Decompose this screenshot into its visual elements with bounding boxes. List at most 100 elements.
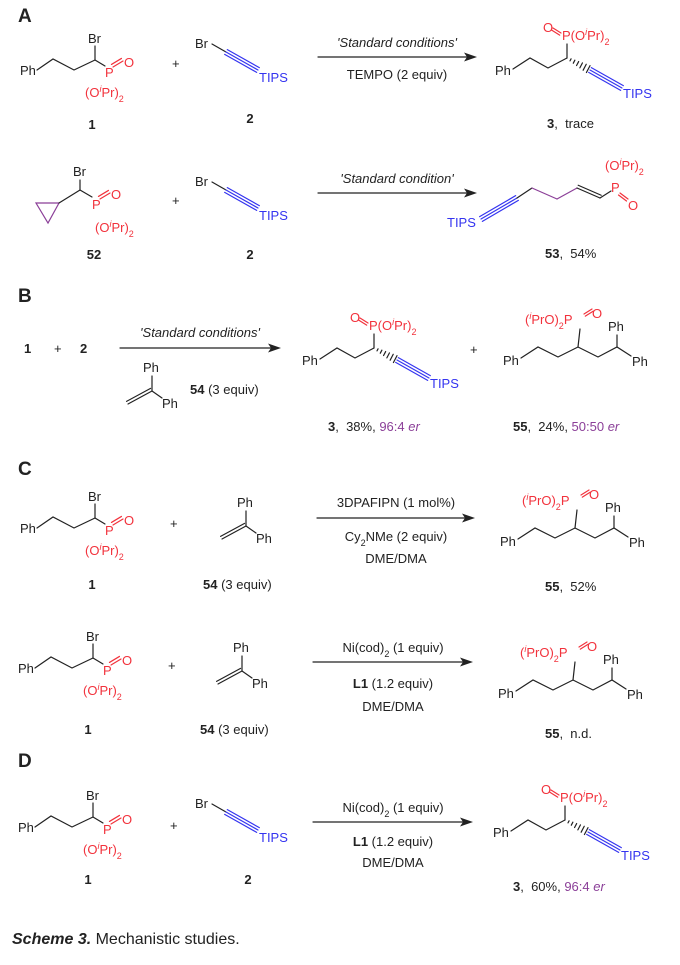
oipr-group-part: i [97, 841, 100, 851]
phenyl-label: Ph [493, 825, 509, 840]
bond [211, 43, 227, 53]
bond [79, 189, 93, 198]
bromine-label-part: Br [86, 629, 100, 644]
double-bond-line [108, 655, 121, 664]
product-result-part: 55 [513, 419, 527, 434]
double-bond [125, 387, 153, 405]
double-bond [578, 641, 589, 650]
phosphonate-label-part: i [583, 789, 586, 799]
oxygen-label: O [587, 639, 597, 654]
plus-sign: + [170, 818, 178, 833]
phosphonate-label-part: i [529, 311, 532, 321]
tips-label: TIPS [447, 215, 476, 230]
alkyl-chain [520, 346, 632, 359]
oxygen-label: O [124, 55, 134, 70]
condition-ligand-part: L1 [353, 834, 368, 849]
triple-bond-line [397, 357, 431, 377]
triple-bond-line [224, 191, 258, 211]
product-result-part: 3 [328, 419, 335, 434]
figure-caption: Scheme 3. Mechanistic studies. [12, 931, 240, 948]
double-bond-line [576, 187, 601, 199]
product-result: 3, 60%, 96:4 er [513, 879, 605, 894]
compound-number-part: 1 [84, 722, 91, 737]
product-result-part: 55 [545, 579, 559, 594]
triple-bond [224, 809, 260, 833]
bond [572, 661, 576, 681]
condition-ligand-part: L1 [353, 676, 368, 691]
compound-number-part: 1 [88, 117, 95, 132]
double-bond-line [110, 817, 122, 825]
phenyl-label-part: Ph [603, 652, 619, 667]
phosphorus-label-part: P [611, 180, 620, 195]
phosphonate-label-part: Pr) [587, 28, 604, 43]
condition-catalyst-part: 2 [384, 649, 389, 659]
oipr-group: (OiPr)2 [83, 682, 122, 702]
hashed-wedge-bond [567, 820, 589, 836]
compound-number-part: 2 [246, 247, 253, 262]
oipr-group-part: (O [85, 543, 99, 558]
product-result-part: 3 [513, 879, 520, 894]
phosphonate-label: (iPrO)2P [520, 644, 567, 664]
double-bond [580, 489, 591, 498]
plus-sign-part: + [170, 516, 178, 531]
product-result: 55, 24%, 50:50 er [513, 419, 620, 434]
hash [583, 827, 589, 836]
reaction-arrow [312, 657, 473, 667]
oipr-group-part: i [97, 682, 100, 692]
phosphorus-label-part: P [105, 523, 114, 538]
additive-label: 54 (3 equiv) [200, 722, 269, 737]
phosphorus-label: P [105, 65, 114, 80]
compound-number-part: 1 [84, 872, 91, 887]
bond [516, 187, 533, 199]
oxygen-label: O [122, 653, 132, 668]
bromine-label-part: Br [73, 164, 87, 179]
condition-solvent-part: DME/DMA [362, 855, 424, 870]
double-bond-line [359, 317, 369, 324]
condition-tempo-part: TEMPO (2 equiv) [347, 67, 447, 82]
bromine-label-part: Br [195, 174, 209, 189]
phosphorus-label: P [92, 197, 101, 212]
hash [392, 355, 398, 364]
phenyl-label: Ph [18, 820, 34, 835]
double-bond-line [108, 814, 121, 823]
double-bond-line [584, 310, 594, 317]
condition-tempo: TEMPO (2 equiv) [347, 67, 447, 82]
reaction-arrow [312, 817, 473, 827]
triple-bond-line [588, 829, 622, 849]
double-bond [551, 27, 562, 36]
plus-sign: + [168, 658, 176, 673]
plus-sign-part: + [172, 193, 180, 208]
bromine-label: Br [88, 31, 102, 46]
phenyl-label: Ph [233, 640, 249, 655]
product-result-part: , 60%, [520, 879, 564, 894]
compound-number: 1 [84, 872, 91, 887]
phenyl-label-part: Ph [233, 640, 249, 655]
phenyl-label: Ph [632, 354, 648, 369]
double-bond-line [617, 194, 628, 202]
double-bond [549, 789, 560, 798]
phenyl-label-part: Ph [608, 319, 624, 334]
phosphonate-label: P(OiPr)2 [369, 317, 416, 337]
phosphorus-label-part: P [105, 65, 114, 80]
phenyl-label: Ph [143, 360, 159, 375]
double-bond-line [221, 525, 247, 540]
condition-solvent: DME/DMA [362, 855, 424, 870]
bond [599, 190, 612, 199]
oxygen-label-part: O [124, 513, 134, 528]
condition-photocatalyst-part: 3DPAFIPN (1 mol%) [337, 495, 455, 510]
condition-base-part: 2 [361, 538, 366, 548]
oipr-group-part: 2 [129, 229, 134, 239]
oipr-group-part: (O [605, 158, 619, 173]
bromine-label-part: Br [86, 788, 100, 803]
double-bond-line [579, 643, 589, 650]
condition-solvent: DME/DMA [362, 699, 424, 714]
phenyl-label: Ph [500, 534, 516, 549]
oipr-group-part: Pr) [101, 543, 118, 558]
phosphonate-label: P(OiPr)2 [562, 27, 609, 47]
plus-sign-part: + [168, 658, 176, 673]
phenyl-label: Ph [302, 353, 318, 368]
